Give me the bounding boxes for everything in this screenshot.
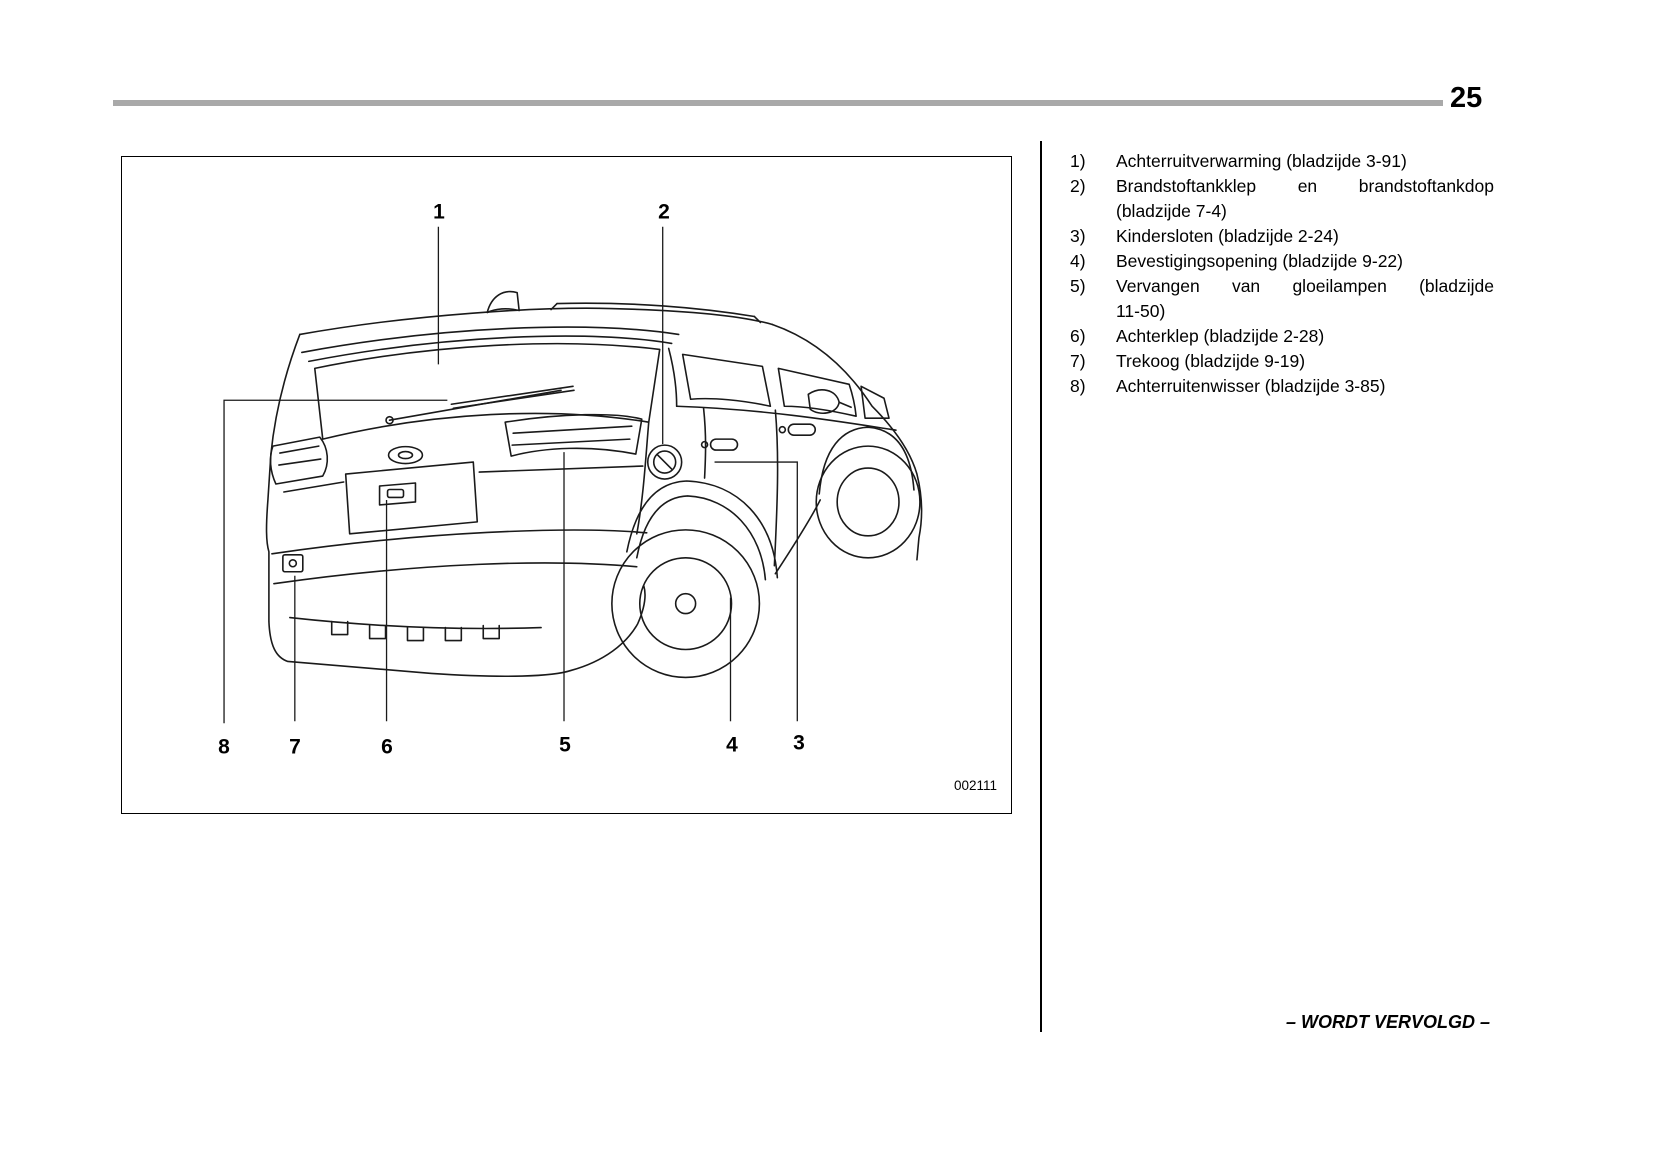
- callout-label-8: 8: [218, 735, 230, 759]
- callout-line-8: [223, 399, 448, 724]
- tow-hook-cover: [282, 553, 304, 573]
- column-divider: [1040, 141, 1042, 1032]
- side-windows: [681, 353, 890, 420]
- figure-box: 1 2 3 4 5 6 7 8 002111: [121, 156, 1012, 814]
- callout-line-3: [714, 461, 798, 722]
- legend-item: 2) Brandstoftankklep en brandstoftankdop…: [1070, 174, 1494, 224]
- figure-code: 002111: [953, 778, 997, 793]
- legend-item-number: 7): [1070, 351, 1086, 371]
- rear-wiper: [385, 385, 575, 425]
- legend-item: 6) Achterklep (bladzijde 2-28): [1070, 324, 1494, 349]
- legend-item: 3) Kindersloten (bladzijde 2-24): [1070, 224, 1494, 249]
- antenna-fin: [486, 290, 520, 314]
- taillight-left: [269, 436, 329, 485]
- legend-item-text: Trekoog (bladzijde 9-19): [1116, 351, 1306, 371]
- fuel-door: [646, 444, 683, 480]
- legend-item-number: 5): [1070, 276, 1086, 296]
- taillight-right: [504, 413, 643, 457]
- legend-list: 1) Achterruitverwarming (bladzijde 3-91)…: [1070, 149, 1494, 399]
- car-rear-illustration: [223, 226, 923, 724]
- legend-item: 1) Achterruitverwarming (bladzijde 3-91): [1070, 149, 1494, 174]
- callout-label-1: 1: [433, 200, 445, 224]
- header-rule: [113, 100, 1443, 106]
- front-wheel: [815, 426, 921, 559]
- callout-label-7: 7: [289, 735, 301, 759]
- legend-item-number: 1): [1070, 151, 1086, 171]
- legend-item-text: Kindersloten (bladzijde 2-24): [1116, 226, 1339, 246]
- license-plate-area: [344, 461, 479, 535]
- legend-item-number: 2): [1070, 176, 1086, 196]
- legend-item-text: Achterklep (bladzijde 2-28): [1116, 326, 1325, 346]
- callout-label-5: 5: [559, 733, 571, 757]
- car-body-group: [265, 290, 923, 679]
- legend-item-number: 8): [1070, 376, 1086, 396]
- legend-item-text: Bevestigingsopening (bladzijde 9-22): [1116, 251, 1403, 271]
- emblem: [387, 445, 424, 465]
- footer-continuation-note: – WORDT VERVOLGD –: [1285, 1012, 1490, 1032]
- callout-label-3: 3: [793, 731, 805, 755]
- legend-item: 8) Achterruitenwisser (bladzijde 3-85): [1070, 374, 1494, 399]
- callout-lines-group: [223, 226, 798, 724]
- legend-item-number: 3): [1070, 226, 1086, 246]
- legend-item: 7) Trekoog (bladzijde 9-19): [1070, 349, 1494, 374]
- callout-label-4: 4: [726, 733, 738, 757]
- side-mirror: [807, 389, 852, 415]
- legend-item-text: Achterruitenwisser (bladzijde 3-85): [1116, 376, 1386, 396]
- legend-item-number: 4): [1070, 251, 1086, 271]
- legend-item-text: Brandstoftankklep en brandstoftankdop(bl…: [1116, 176, 1494, 221]
- door-handles: [700, 423, 817, 451]
- callout-label-6: 6: [381, 735, 393, 759]
- page-number: 25: [1450, 82, 1483, 114]
- rear-window: [313, 342, 661, 440]
- legend-item-text: Achterruitverwarming (bladzijde 3-91): [1116, 151, 1407, 171]
- rear-wheel: [611, 480, 779, 679]
- legend-item: 4) Bevestigingsopening (bladzijde 9-22): [1070, 249, 1494, 274]
- rear-bumper: [265, 333, 646, 678]
- legend-item-number: 6): [1070, 326, 1086, 346]
- roof-line: [299, 307, 774, 336]
- front-body-line: [771, 323, 923, 561]
- callout-label-2: 2: [658, 200, 670, 224]
